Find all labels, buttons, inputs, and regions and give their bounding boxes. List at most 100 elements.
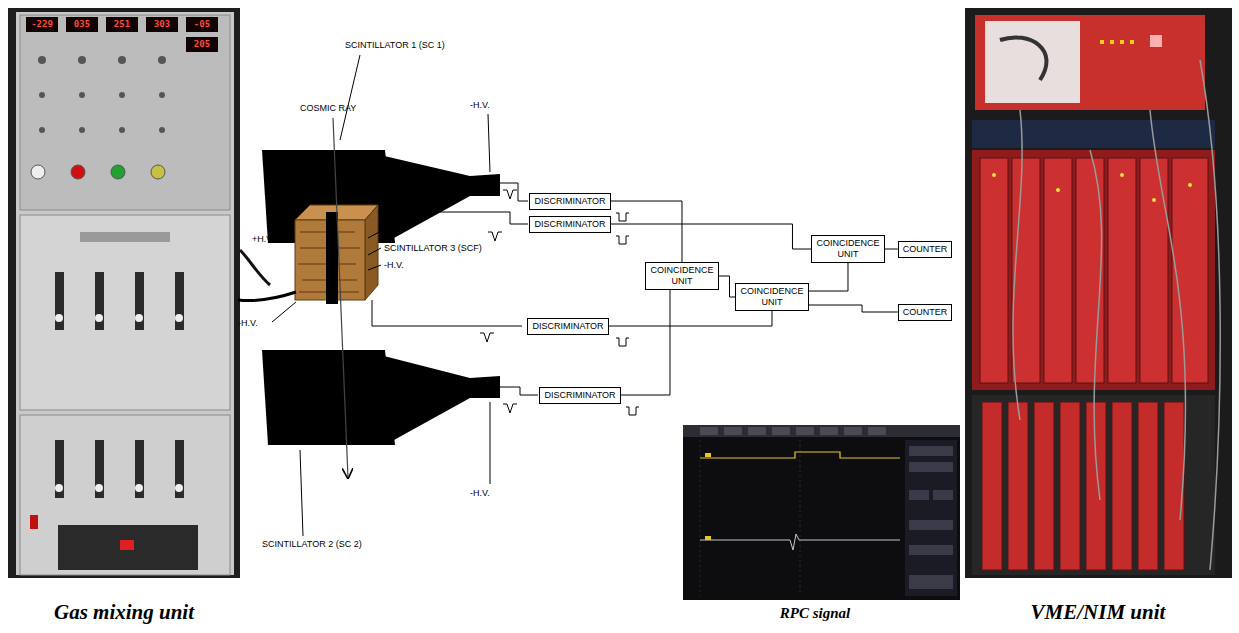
gas-mixing-photo	[31, 165, 45, 179]
oscilloscope-screen	[909, 490, 929, 500]
rpc-detector	[326, 212, 338, 304]
rpc-detector	[295, 205, 378, 304]
box-label: DISCRIMINATOR	[544, 390, 615, 401]
panel-caption: RPC signal	[780, 604, 850, 622]
gas-mixing-photo	[55, 272, 64, 330]
vme-nim-rack-photo	[1090, 150, 1102, 500]
cable	[268, 172, 300, 213]
gas-mixing-photo	[20, 415, 230, 575]
oscilloscope-screen	[748, 427, 766, 435]
gas-mixing-photo	[95, 272, 104, 330]
vme-nim-rack-photo	[1138, 402, 1158, 570]
gas-mixing-photo	[120, 540, 134, 550]
oscilloscope-screen	[700, 534, 900, 550]
vme-nim-rack-photo	[965, 8, 1232, 578]
gas-mixing-photo	[20, 15, 230, 210]
oscilloscope-screen	[844, 427, 862, 435]
discriminator-box: DISCRIMINATOR	[539, 387, 620, 404]
gas-mixing-photo	[240, 250, 270, 285]
vme-nim-rack-photo	[1120, 173, 1124, 177]
signal-wire	[809, 263, 848, 291]
oscilloscope-screen	[772, 427, 790, 435]
gas-mixing-photo	[39, 127, 45, 133]
signal-wire	[611, 201, 682, 262]
vme-nim-rack-photo	[1034, 402, 1054, 570]
box-label: COINCIDENCE UNIT	[816, 238, 879, 260]
gas-mixing-photo	[79, 127, 85, 133]
vme-nim-rack-photo	[972, 120, 1215, 148]
wire	[340, 55, 360, 140]
pulse-symbol	[616, 338, 629, 346]
vme-nim-rack-photo	[1188, 183, 1192, 187]
vme-nim-rack-photo	[1164, 402, 1184, 570]
vme-nim-rack-photo	[982, 402, 1184, 570]
gas-mixing-photo	[38, 56, 46, 64]
vme-nim-rack-photo	[1150, 110, 1186, 520]
oscilloscope-screen	[868, 427, 886, 435]
gas-mixing-photo	[71, 165, 85, 179]
vme-nim-rack-photo	[1130, 40, 1134, 44]
gas-mixing-photo	[55, 314, 183, 322]
voltage-label: -H.V.	[238, 318, 258, 329]
discriminator-box: DISCRIMINATOR	[529, 216, 610, 233]
part-name: SCINTILLATOR 3 (SCF)	[384, 243, 482, 254]
vme-nim-rack-photo	[1150, 35, 1162, 47]
gas-mixing-photo	[175, 440, 184, 498]
gas-mixing-photo	[119, 92, 125, 98]
scintillator-paddle	[380, 355, 500, 440]
vme-nim-rack-photo	[972, 395, 1215, 575]
box-label: DISCRIMINATOR	[534, 196, 605, 207]
vme-nim-rack-photo	[992, 173, 996, 177]
oscilloscope-screen	[909, 520, 953, 530]
gas-mixing-photo	[95, 484, 103, 492]
vme-nim-rack-photo	[1152, 198, 1156, 202]
box-label: COUNTER	[903, 244, 948, 255]
pulse-symbol	[626, 407, 639, 415]
gas-mixing-photo	[135, 484, 143, 492]
led-readout: 205	[194, 39, 210, 50]
wire	[500, 183, 528, 201]
pulse-symbol	[616, 213, 629, 221]
vme-nim-rack-photo	[975, 15, 1205, 110]
gas-mixing-photo	[175, 314, 183, 322]
oscilloscope-screen	[909, 446, 953, 589]
gas-mixing-photo	[79, 92, 85, 98]
vme-nim-rack-photo	[1112, 402, 1132, 570]
panel-caption: VME/NIM unit	[1031, 600, 1166, 624]
coincidence-unit-box: COINCIDENCE UNIT	[645, 262, 718, 290]
gas-mixing-photo	[26, 17, 58, 32]
oscilloscope-screen	[909, 575, 953, 589]
gas-mixing-photo	[119, 127, 125, 133]
oscilloscope-screen	[700, 427, 886, 435]
voltage-label: -H.V.	[470, 100, 490, 111]
gas-mixing-photo	[175, 484, 183, 492]
signal-wire	[885, 249, 898, 250]
vme-nim-rack-photo	[1056, 188, 1060, 192]
oscilloscope-screen	[683, 425, 960, 437]
oscilloscope-screen	[700, 452, 900, 458]
wire	[272, 55, 538, 536]
cosmic-ray-track	[333, 118, 348, 478]
oscilloscope-screen	[705, 536, 711, 540]
panel-caption: Gas mixing unit	[54, 600, 194, 624]
gas-mixing-photo	[30, 515, 38, 529]
vme-nim-rack-photo	[1012, 158, 1040, 383]
gas-mixing-photo	[8, 8, 240, 578]
wire	[500, 387, 538, 395]
vme-nim-rack-photo	[1013, 60, 1220, 570]
pulse-symbol	[616, 236, 629, 244]
wire	[488, 114, 490, 172]
voltage-label: -H.V.	[470, 488, 490, 499]
discriminator-box: DISCRIMINATOR	[527, 318, 608, 335]
oscilloscope-screen	[796, 427, 814, 435]
voltage-label: -H.V.	[384, 260, 404, 271]
vme-nim-rack-photo	[980, 158, 1208, 383]
vme-nim-rack-photo	[1100, 40, 1134, 44]
pulse-symbol	[503, 404, 517, 413]
part-name: RPC	[384, 226, 403, 237]
wire	[272, 302, 296, 322]
gas-mixing-photo	[95, 440, 104, 498]
oscilloscope-screen	[909, 446, 953, 456]
